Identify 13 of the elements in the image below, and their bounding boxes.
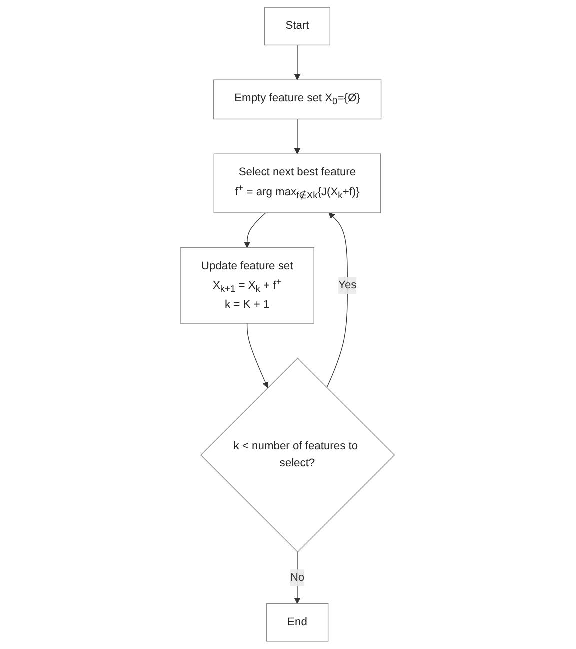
arrow — [244, 212, 267, 248]
node-diamond: k < number of features to select? — [200, 358, 396, 553]
node-box: Select next best feature f$^{+}$ = arg max$_{f∉Xk}${J(X$_{k}$+f)} — [214, 154, 382, 214]
node-box: End — [266, 603, 330, 642]
edge-label: Yes — [338, 279, 358, 292]
node-box: Start — [264, 7, 331, 46]
node-box: Update feature set X$_{k+1}$ = X$_{k}$ + f$^{+}$ k = K + 1 — [180, 248, 315, 324]
edge-label: No — [290, 572, 305, 584]
node-box: Empty feature set X$_{0}$={Ø} — [214, 80, 382, 120]
arrow — [247, 323, 269, 388]
arrow — [327, 212, 348, 388]
arrow — [294, 118, 301, 154]
arrow — [294, 44, 301, 80]
